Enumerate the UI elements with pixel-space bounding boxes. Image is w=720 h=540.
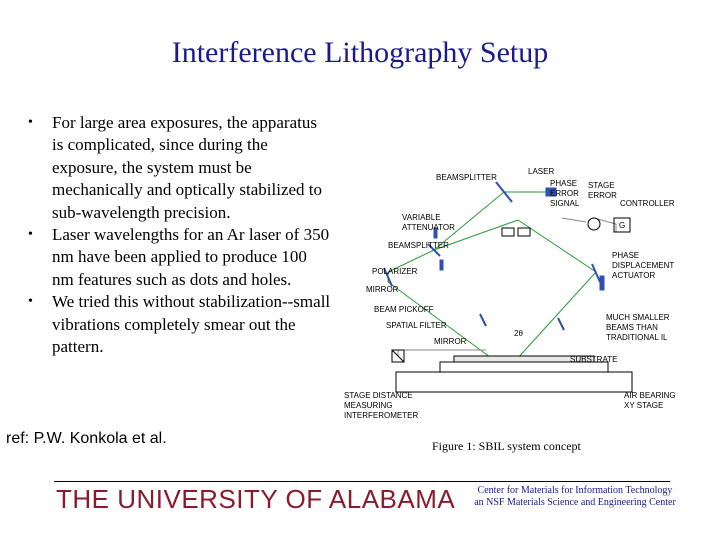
label-stage-distance: INTERFEROMETER <box>344 411 418 420</box>
laser-beams <box>387 191 597 361</box>
bullet-text: For large area exposures, the apparatus … <box>52 113 323 222</box>
slide-title: Interference Lithography Setup <box>171 36 549 69</box>
label-much-smaller: BEAMS THAN <box>606 323 658 332</box>
label-mirror-bottom: MIRROR <box>434 337 467 346</box>
label-stage-error: ERROR <box>588 191 617 200</box>
label-controller: CONTROLLER <box>620 199 675 208</box>
label-air-bearing: AIR BEARING <box>624 391 676 400</box>
bullet-item: • We tried this without stabilization--sm… <box>22 291 332 358</box>
label-stage-error: STAGE <box>588 181 615 190</box>
label-beamsplitter-top: BEAMSPLITTER <box>436 173 497 182</box>
controller-group <box>501 217 631 237</box>
figure-caption: Figure 1: SBIL system concept <box>432 439 582 453</box>
sbil-diagram: LASER BEAMSPLITTER PHASE ERROR SIGNAL ST… <box>344 167 676 453</box>
spatial-filter-optic <box>479 313 487 327</box>
controller-box <box>613 217 631 233</box>
beamsplitter-top-optic <box>495 181 513 203</box>
interferometer-box <box>391 349 405 363</box>
bullet-marker: • <box>28 115 33 130</box>
signal-lines <box>397 217 617 356</box>
interferometer-mark <box>391 349 405 363</box>
polarizer-optic <box>439 259 444 271</box>
label-angle: 2θ <box>514 329 523 338</box>
detector-box <box>517 227 531 237</box>
center-credit: Center for Materials for Information Tec… <box>440 485 710 509</box>
label-spatial-filter: SPATIAL FILTER <box>386 321 447 330</box>
label-beam-pickoff: BEAM PICKOFF <box>374 305 434 314</box>
label-beamsplitter-mid: BEAMSPLITTER <box>388 241 449 250</box>
phase-actuator <box>599 275 605 291</box>
label-substrate: SUBSTRATE <box>570 355 617 364</box>
summing-node <box>587 217 601 231</box>
bullet-marker: • <box>28 227 33 243</box>
bullet-marker: • <box>28 294 33 310</box>
center-credit-line: an NSF Materials Science and Engineering… <box>474 497 676 508</box>
stage-assembly <box>391 349 633 393</box>
bullet-list: • For large area exposures, the apparatus… <box>22 112 332 358</box>
label-air-bearing: XY STAGE <box>624 401 663 410</box>
bullet-item: • Laser wavelengths for an Ar laser of 35… <box>22 224 332 291</box>
label-stage-distance: MEASURING <box>344 401 392 410</box>
university-logo-text: THE UNIVERSITY OF ALABAMA <box>56 484 456 514</box>
label-variable-attenuator: ATTENUATOR <box>402 223 455 232</box>
detector-box <box>501 227 515 237</box>
bullet-item: • For large area exposures, the apparatus… <box>22 112 332 224</box>
label-polarizer: POLARIZER <box>372 267 418 276</box>
optics <box>383 181 605 331</box>
spatial-filter-optic-right <box>557 317 565 331</box>
actuator-mirror <box>591 263 601 283</box>
laser-source <box>545 187 557 197</box>
label-phase-error: PHASE <box>550 179 577 188</box>
footer-divider <box>54 481 670 482</box>
label-laser: LASER <box>528 167 554 176</box>
center-credit-line: Center for Materials for Information Tec… <box>477 485 673 496</box>
label-phase-error: ERROR <box>550 189 579 198</box>
attenuator-optic <box>433 227 438 239</box>
label-controller-g: G <box>619 221 625 230</box>
label-variable-attenuator: VARIABLE <box>402 213 441 222</box>
label-phase-error: SIGNAL <box>550 199 580 208</box>
label-stage-distance: STAGE DISTANCE <box>344 391 413 400</box>
reference-text: ref: P.W. Konkola et al. <box>6 430 167 447</box>
bullet-text: Laser wavelengths for an Ar laser of 350… <box>52 225 330 289</box>
label-much-smaller: TRADITIONAL IL <box>606 333 668 342</box>
beamsplitter-mid-optic <box>427 243 441 257</box>
bullet-text: We tried this without stabilization--sma… <box>52 292 331 357</box>
air-bearing-stage <box>395 371 633 393</box>
mirror-left-optic <box>383 267 393 287</box>
label-mirror-left: MIRROR <box>366 285 399 294</box>
label-much-smaller: MUCH SMALLER <box>606 313 670 322</box>
label-phase-displacement: PHASE <box>612 251 639 260</box>
label-phase-displacement: DISPLACEMENT <box>612 261 674 270</box>
label-phase-displacement: ACTUATOR <box>612 271 655 280</box>
